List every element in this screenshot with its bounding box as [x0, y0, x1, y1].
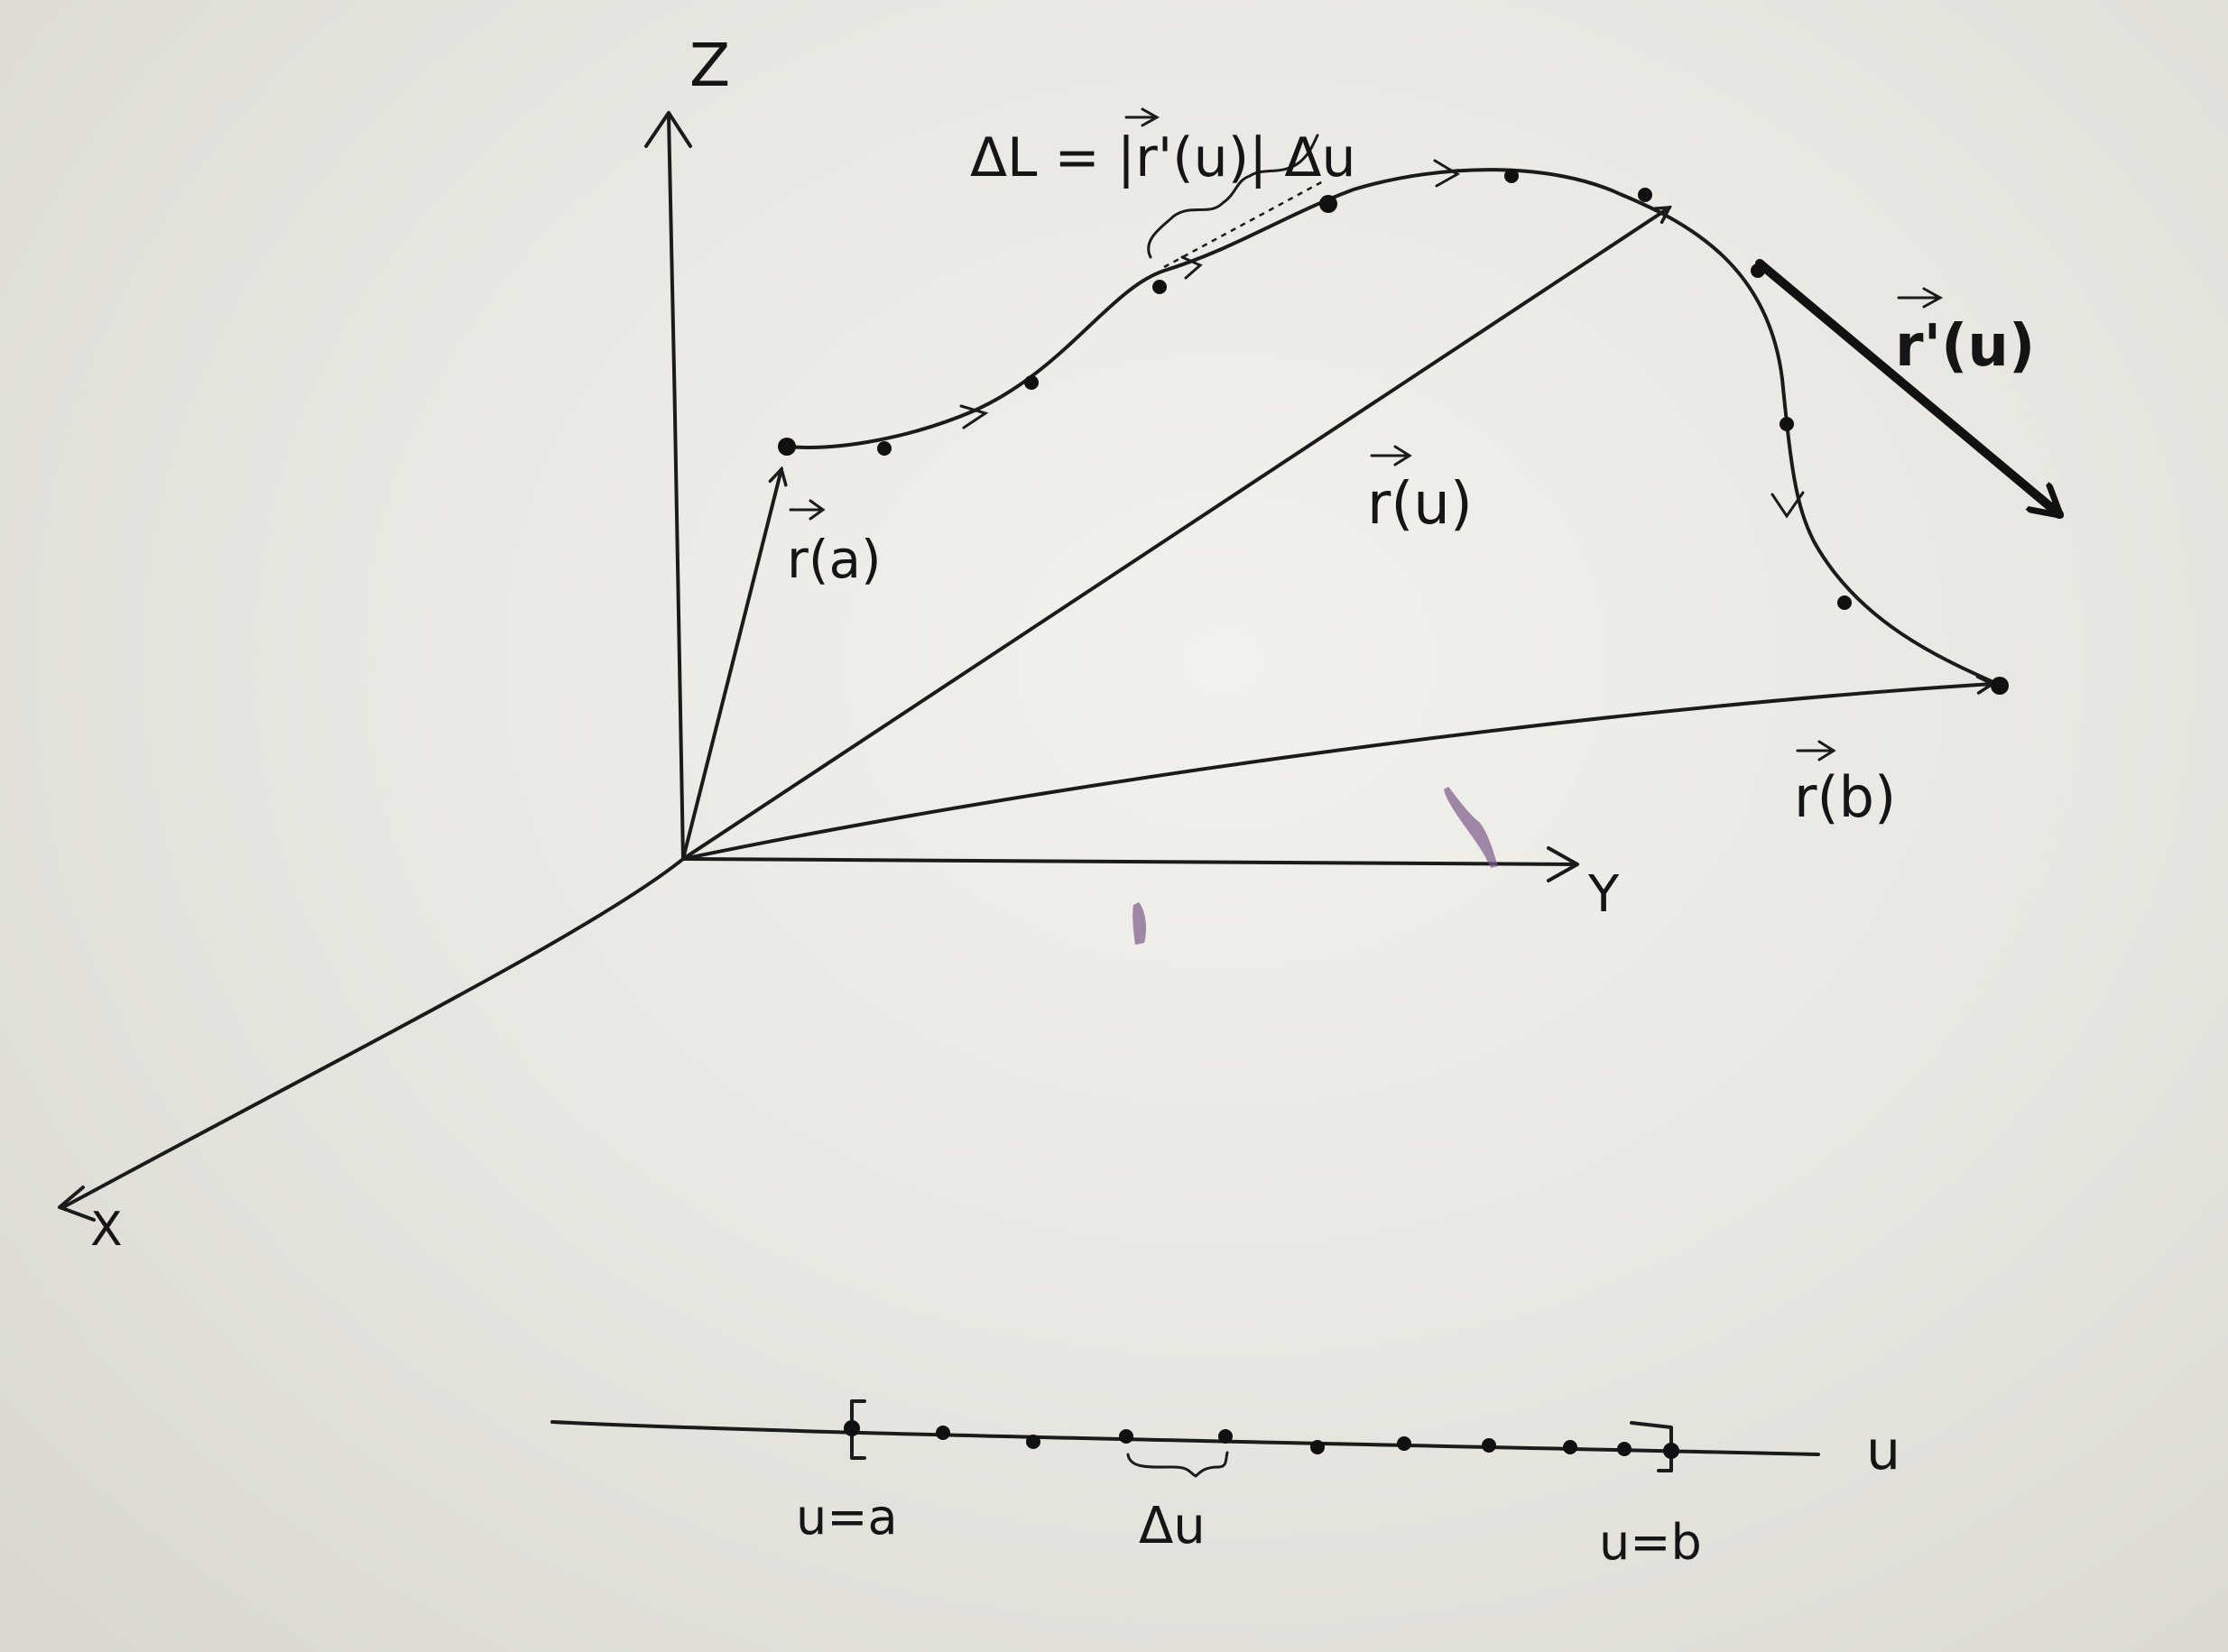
smudge-mark	[1444, 787, 1498, 868]
u-axis-label: u	[1866, 1419, 1900, 1482]
curve-path	[785, 168, 2003, 688]
z-axis-label: Z	[689, 31, 730, 100]
x-axis-arrowhead	[58, 1186, 96, 1222]
z-axis-arrowhead	[644, 111, 692, 148]
overarrow-icon	[1897, 287, 1944, 309]
u-point	[1397, 1436, 1411, 1451]
paper-smudges	[1132, 787, 1498, 945]
u-point	[1119, 1429, 1133, 1444]
overarrow-icon	[789, 499, 826, 521]
u-point	[1310, 1440, 1325, 1454]
diagram-labels: Z Y X ΔL = |r'(u)| Δu r(a) r(u) r(b) r'(…	[90, 31, 2035, 1257]
z-axis	[667, 114, 685, 861]
u-point	[1026, 1435, 1040, 1449]
parameter-number-line: u u=a Δu u=b	[550, 1399, 1900, 1571]
label-r-prime-u: r'(u)	[1895, 313, 2035, 380]
x-axis	[61, 857, 685, 1209]
delta-u-brace	[1126, 1451, 1229, 1478]
parameter-sample-points	[844, 1420, 1679, 1459]
delta-u-label: Δu	[1139, 1497, 1206, 1555]
arc-length-formula: ΔL = |r'(u)| Δu	[970, 126, 1355, 189]
vector-r-a	[681, 466, 788, 861]
curve-point	[1024, 375, 1039, 390]
label-r-a: r(a)	[787, 529, 882, 590]
curve-point	[1319, 195, 1337, 213]
curve-point	[1638, 188, 1652, 202]
curve-point	[1152, 280, 1167, 294]
position-vectors	[681, 206, 1996, 861]
u-axis-line	[550, 1420, 1820, 1456]
u-point	[1563, 1440, 1577, 1454]
curve-direction-arrow-4	[1770, 491, 1805, 519]
label-overarrows	[789, 107, 1944, 761]
label-r-u: r(u)	[1367, 471, 1473, 538]
u-point	[1663, 1443, 1679, 1459]
curve-point	[778, 438, 796, 456]
overarrow-icon	[1124, 107, 1160, 127]
u-point	[1482, 1438, 1496, 1453]
vector-r-b	[681, 675, 1996, 861]
u-equals-b-label: u=b	[1599, 1514, 1702, 1571]
curve-direction-arrow-3	[1433, 159, 1460, 188]
curve-direction-arrow-2	[1180, 255, 1203, 280]
arc-length-brace	[1147, 134, 1319, 259]
curve-direction-arrow-1	[959, 404, 989, 429]
label-r-b: r(b)	[1794, 764, 1896, 830]
x-axis-label: X	[90, 1203, 123, 1257]
curve-sample-points	[778, 169, 2009, 695]
y-axis-label: Y	[1587, 865, 1620, 924]
curve-point	[877, 441, 892, 456]
smudge-mark	[1132, 902, 1146, 945]
u-equals-a-label: u=a	[796, 1489, 898, 1546]
curve-point	[1780, 417, 1794, 431]
space-curve	[778, 134, 2009, 695]
overarrow-icon	[1370, 445, 1412, 466]
curve-point	[1991, 677, 2009, 695]
tangent-vector-r-prime	[1755, 259, 2059, 519]
y-axis	[681, 857, 1576, 866]
u-point	[1218, 1429, 1233, 1444]
u-point	[844, 1420, 860, 1436]
u-point	[1617, 1442, 1632, 1456]
vector-r-u	[681, 206, 1672, 861]
overarrow-icon	[1796, 740, 1836, 761]
tangent-segment-dashed	[1163, 179, 1326, 269]
coordinate-axes	[58, 111, 1579, 1222]
curve-point	[1837, 595, 1852, 610]
curve-point	[1504, 169, 1519, 183]
u-point	[936, 1426, 950, 1440]
y-axis-arrowhead	[1547, 846, 1579, 882]
